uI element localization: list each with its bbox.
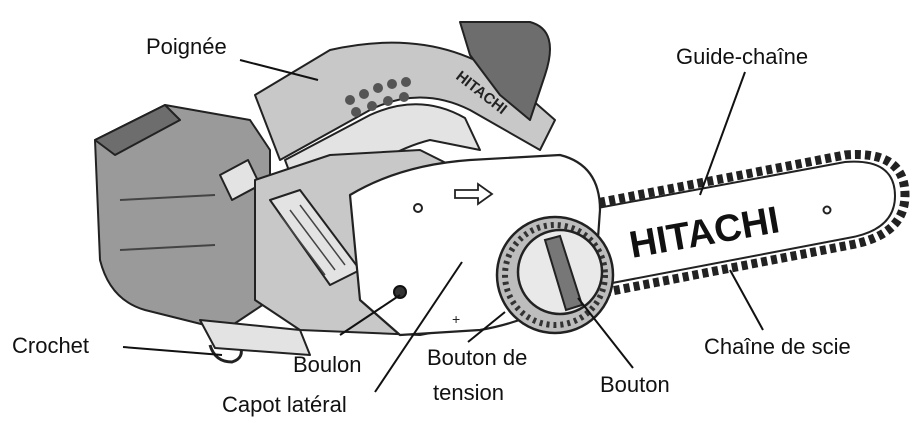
leader-bouton	[577, 297, 634, 369]
bar-plate	[558, 160, 897, 294]
label-poignee: Poignée	[146, 34, 227, 59]
label-chaine-de-scie: Chaîne de scie	[704, 334, 851, 359]
svg-text:+: +	[452, 311, 460, 327]
label-bouton: Bouton	[600, 372, 670, 397]
bolt	[393, 285, 407, 299]
leader-guide-chaine	[699, 71, 746, 196]
vent-grille	[279, 204, 346, 276]
label-bouton-de-tension-line1: Bouton de	[427, 345, 528, 370]
handle: HITACHI	[254, 21, 556, 201]
leader-capot-lateral	[374, 261, 463, 393]
leader-chaine-de-scie	[729, 269, 764, 331]
knob	[516, 228, 604, 316]
label-boulon: Boulon	[293, 352, 362, 377]
leader-lines	[122, 59, 764, 393]
leader-boulon	[339, 294, 401, 336]
label-crochet: Crochet	[12, 333, 90, 358]
guide-bar: HITACHI	[555, 150, 910, 306]
label-guide-chaine: Guide-chaîne	[676, 44, 809, 69]
label-bouton-de-tension-line2: tension	[433, 380, 504, 405]
grip-pattern	[345, 77, 411, 117]
battery-pack	[94, 104, 271, 331]
leader-bouton-de-tension	[467, 311, 506, 343]
bar-rivet	[822, 205, 832, 215]
leader-poignee	[239, 59, 319, 81]
label-capot-lateral: Capot latéral	[222, 392, 347, 417]
saw-chain	[555, 150, 910, 306]
leader-crochet	[122, 346, 223, 356]
